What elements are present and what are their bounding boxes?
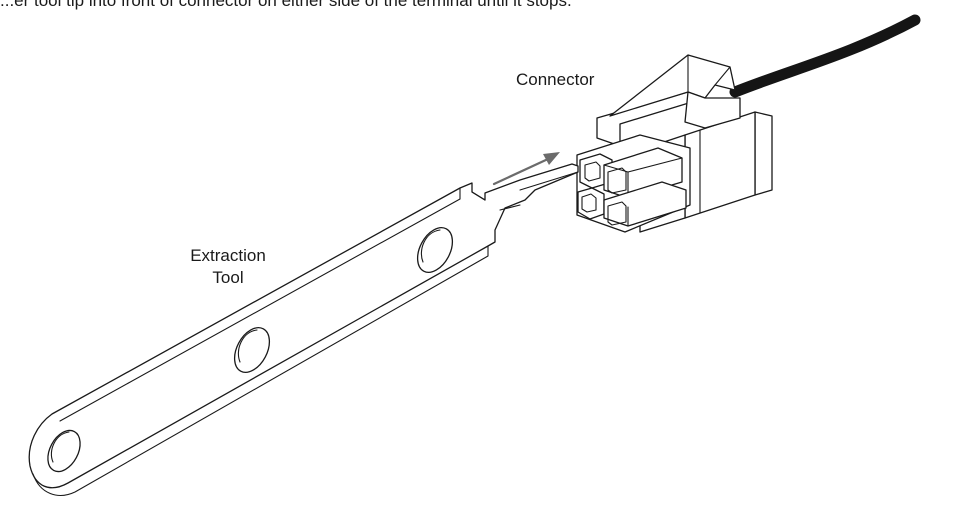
connector-latch-top (609, 54, 736, 117)
extraction-tool-label: Extraction Tool (168, 245, 288, 289)
extraction-tool-label-line2: Tool (212, 268, 244, 287)
extraction-tool (28, 163, 579, 496)
extraction-tool-label-line1: Extraction (190, 246, 266, 265)
tool-hole-far (416, 227, 454, 273)
connector-housing-side (684, 111, 756, 219)
insertion-arrow (492, 152, 560, 186)
connector-label: Connector (516, 70, 595, 89)
connector (576, 54, 773, 233)
cavity-bottom-right (603, 181, 687, 227)
instruction-caption: ...er tool tip into front of connector o… (0, 0, 572, 10)
tool-hole-middle (233, 327, 271, 373)
cable (729, 14, 921, 98)
tool-body (28, 163, 579, 489)
connector-rear-flange (754, 111, 773, 196)
tool-hole-near (47, 429, 81, 473)
connector-latch-arm (684, 91, 741, 129)
